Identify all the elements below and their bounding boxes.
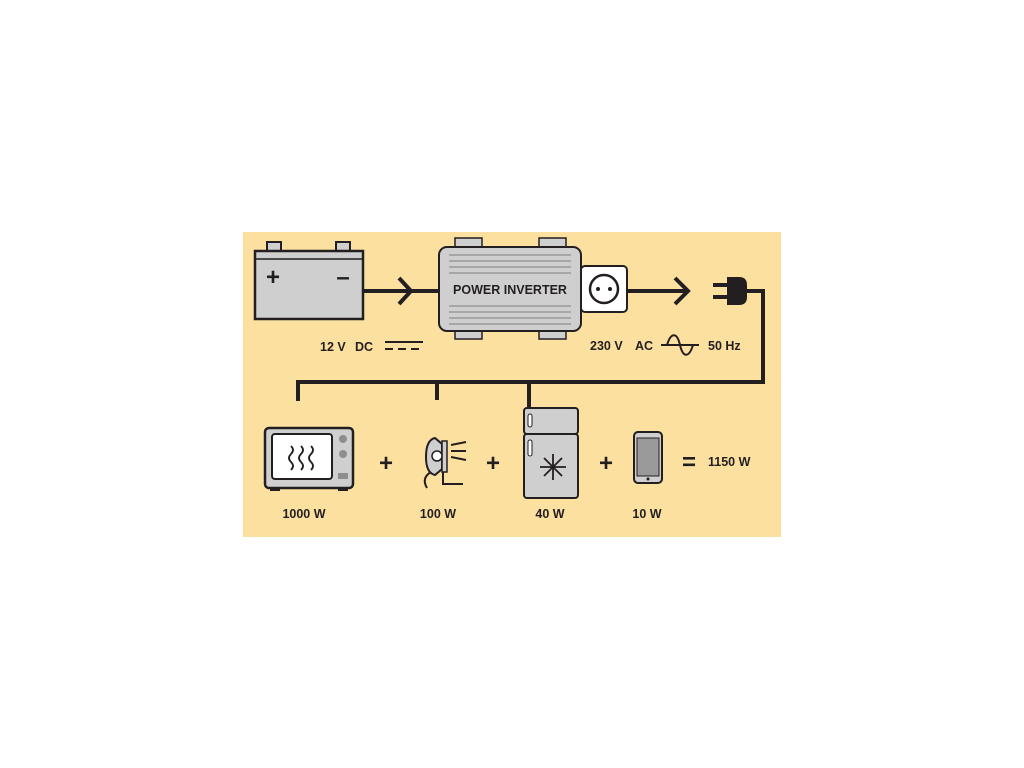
inverter-label: POWER INVERTER	[453, 283, 567, 297]
ac-frequency-label: 50 Hz	[708, 339, 741, 353]
dc-arrow-icon	[397, 276, 414, 306]
snowflake-icon	[540, 454, 566, 480]
sine-wave-icon	[661, 334, 699, 356]
battery-icon: + –	[253, 241, 365, 321]
fridge-icon	[523, 407, 579, 499]
operator-plus-3: +	[599, 450, 613, 477]
appliance-power-label-microwave: 1000 W	[282, 507, 325, 521]
plug-icon	[713, 277, 747, 305]
distribution-wire	[296, 289, 765, 401]
ac-type-label: AC	[635, 339, 653, 353]
battery-minus-symbol: –	[336, 264, 349, 291]
ac-voltage-label: 230 V	[590, 339, 623, 353]
socket-icon	[580, 265, 628, 313]
microwave-icon	[263, 426, 355, 491]
dc-symbol-icon	[385, 341, 423, 350]
smartphone-icon	[633, 431, 663, 484]
dc-voltage-label: 12 V	[320, 340, 346, 354]
operator-equals: =	[682, 449, 696, 476]
operator-plus-2: +	[486, 450, 500, 477]
dc-type-label: DC	[355, 340, 373, 354]
operator-plus-1: +	[379, 450, 393, 477]
inverter-icon: POWER INVERTER	[438, 237, 582, 340]
appliance-power-label-fridge: 40 W	[535, 507, 564, 521]
power-inverter-diagram: + – POWER INVERTER	[243, 232, 781, 537]
ac-arrow-icon	[673, 276, 691, 306]
appliance-power-label-lamp: 100 W	[420, 507, 456, 521]
work-lamp-icon	[423, 436, 467, 489]
appliance-power-label-phone: 10 W	[632, 507, 661, 521]
total-power-label: 1150 W	[708, 455, 751, 469]
battery-plus-symbol: +	[266, 264, 280, 291]
